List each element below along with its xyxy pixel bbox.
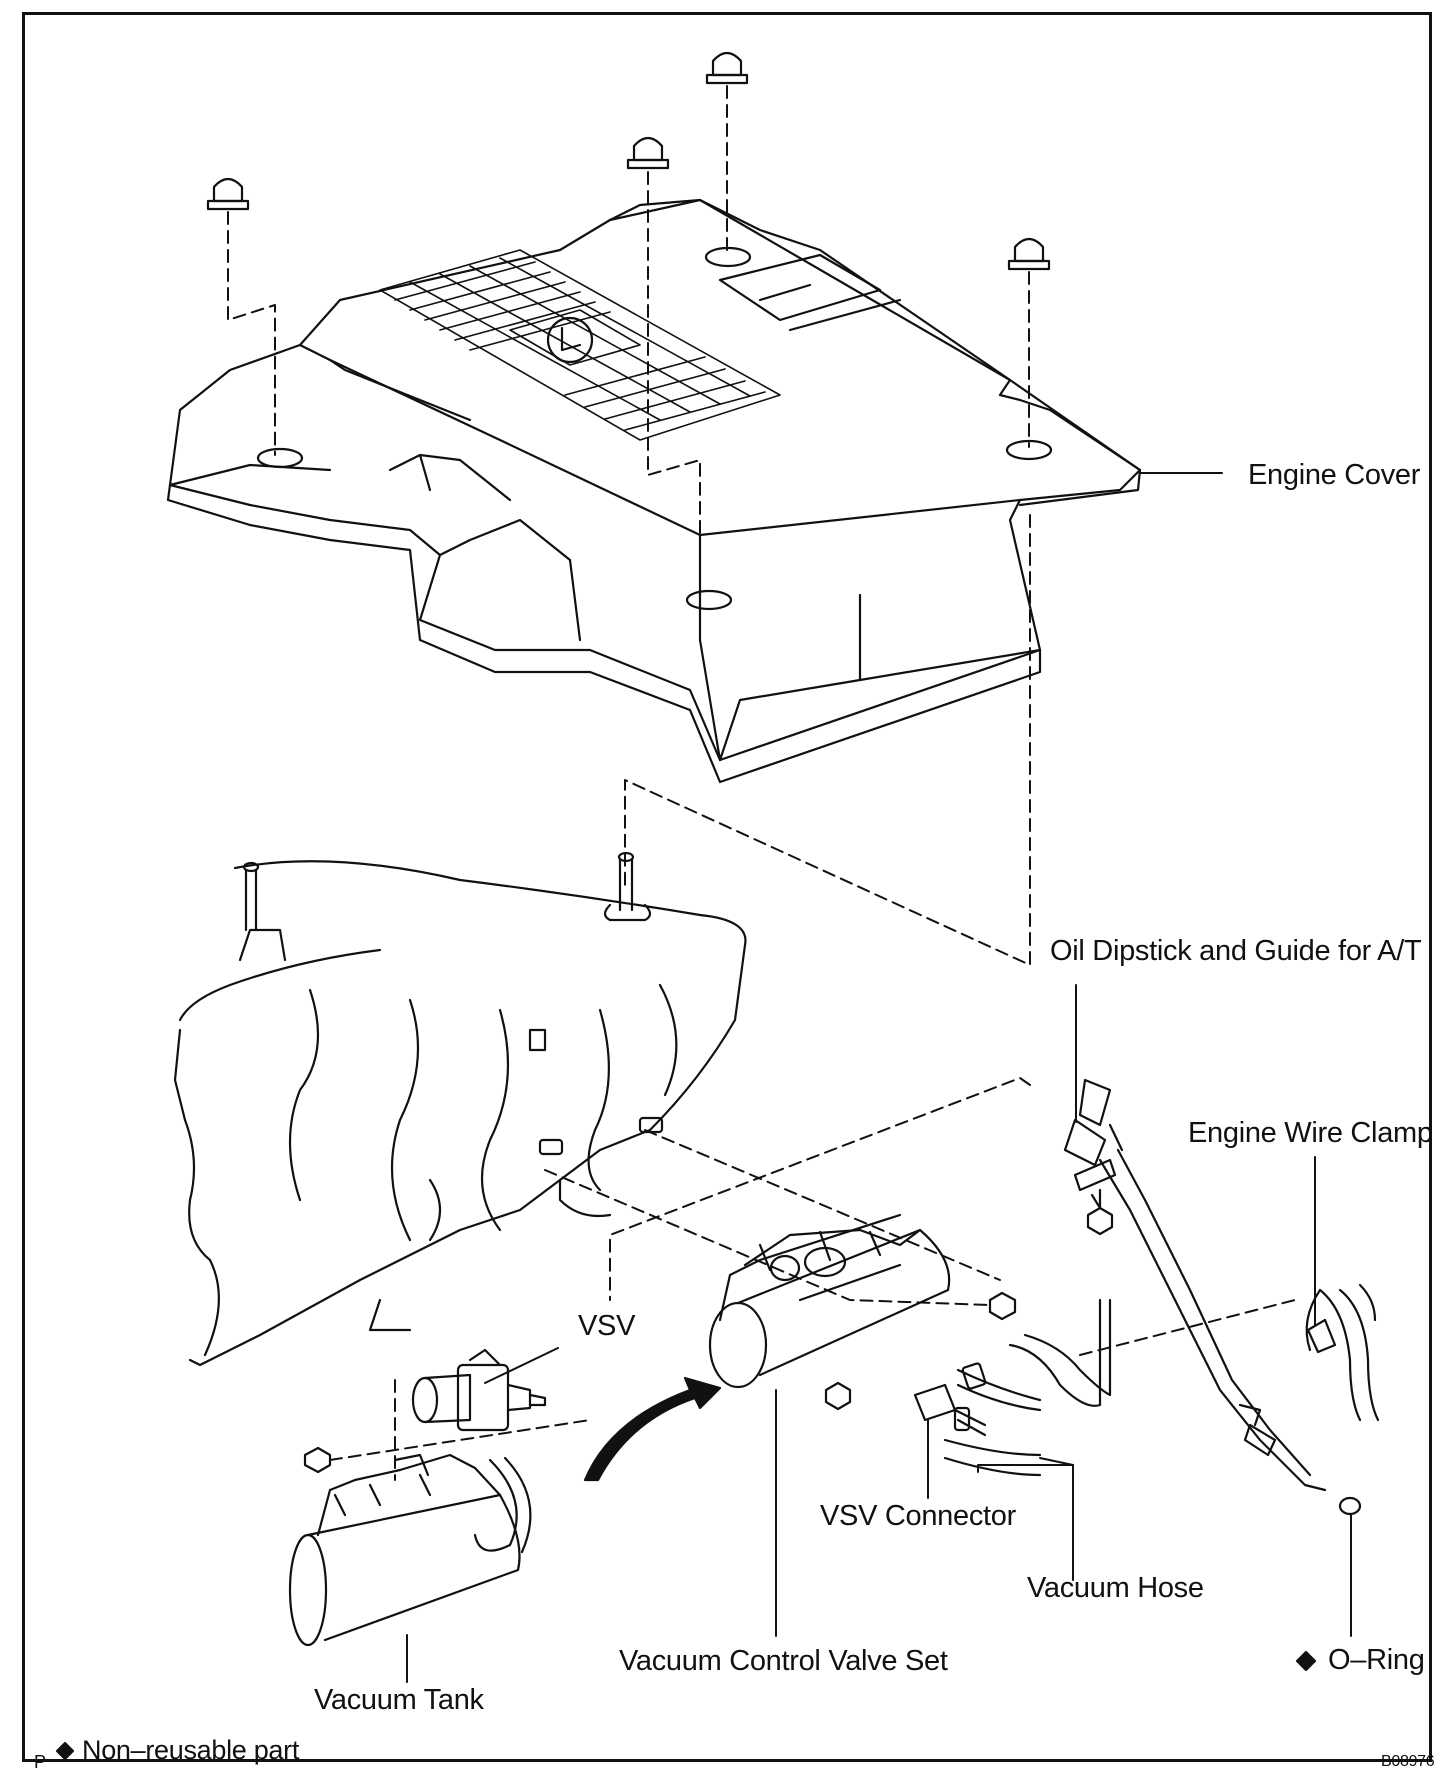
label-vacuum-control-valve-set: Vacuum Control Valve Set bbox=[619, 1645, 948, 1677]
figure-code: B08976 bbox=[1381, 1753, 1435, 1770]
non-reusable-diamond-icon bbox=[1295, 1650, 1317, 1672]
vacuum-tank-part bbox=[288, 1453, 532, 1647]
label-vacuum-hose: Vacuum Hose bbox=[1027, 1572, 1204, 1604]
label-engine-cover: Engine Cover bbox=[1248, 459, 1421, 491]
leader-lines bbox=[406, 472, 1352, 1683]
assembly-lines bbox=[227, 85, 1296, 1481]
legend-marker: P bbox=[34, 1752, 46, 1772]
oil-dipstick-guide-part bbox=[1063, 1078, 1327, 1492]
vacuum-control-valve-set-part bbox=[708, 1213, 951, 1389]
legend-diamond-icon bbox=[55, 1741, 75, 1761]
engine-wire-clamp-part bbox=[1305, 1283, 1380, 1422]
small-nut-parts bbox=[303, 1188, 1114, 1474]
label-oil-dipstick-guide: Oil Dipstick and Guide for A/T bbox=[1050, 935, 1422, 967]
installation-arrow bbox=[583, 1376, 722, 1482]
vsv-connector-part bbox=[913, 1383, 987, 1437]
vsv-part bbox=[411, 1348, 547, 1432]
o-ring-part bbox=[1338, 1496, 1362, 1516]
label-vsv-connector: VSV Connector bbox=[820, 1500, 1016, 1532]
label-o-ring: O–Ring bbox=[1328, 1644, 1425, 1676]
label-engine-wire-clamp: Engine Wire Clamp bbox=[1188, 1117, 1433, 1149]
intake-manifold-part bbox=[173, 851, 747, 1367]
legend-text: Non–reusable part bbox=[82, 1735, 300, 1765]
cap-nut-parts bbox=[206, 51, 1051, 271]
label-vsv: VSV bbox=[578, 1310, 636, 1342]
diagram-frame bbox=[22, 12, 1432, 1762]
vacuum-hose-part bbox=[943, 1298, 1112, 1477]
label-vacuum-tank: Vacuum Tank bbox=[314, 1684, 484, 1716]
engine-cover-part bbox=[166, 198, 1142, 784]
